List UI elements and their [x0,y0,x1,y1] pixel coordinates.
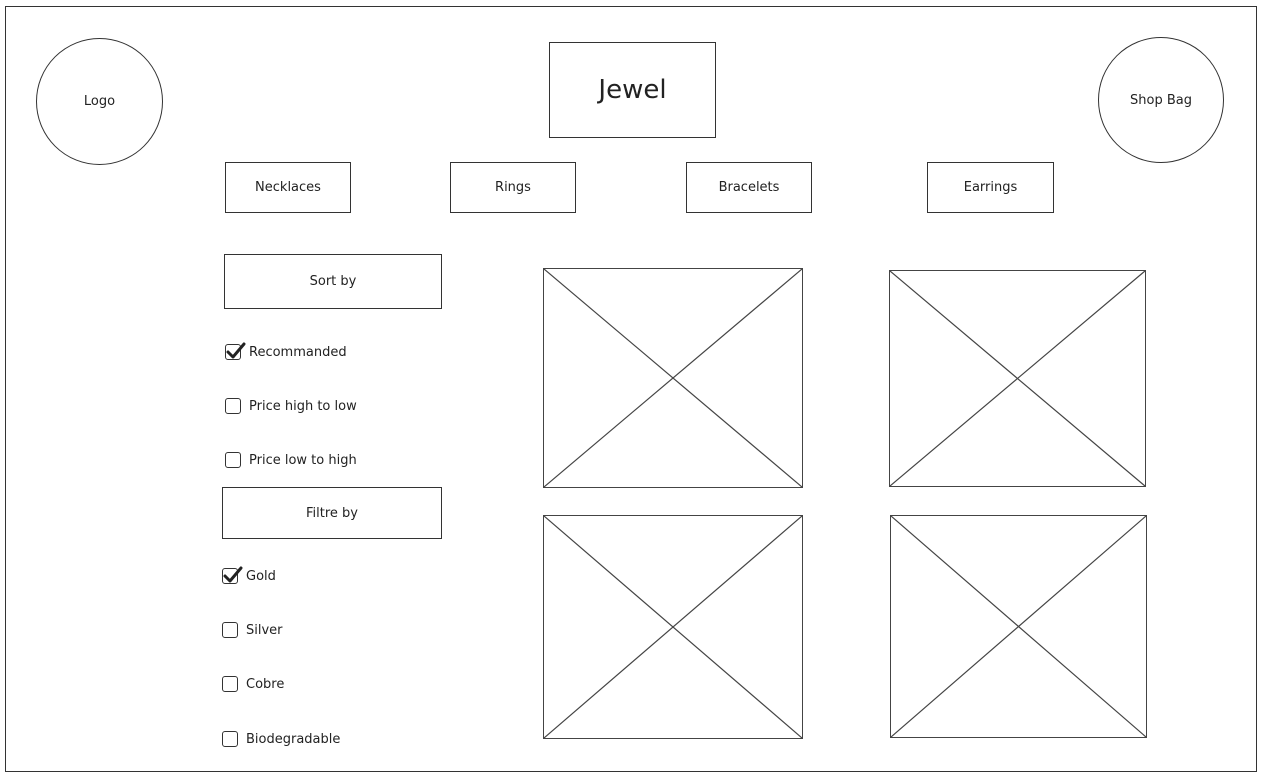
sort-option-recommanded[interactable]: Recommanded [225,342,347,362]
shop-bag-button[interactable]: Shop Bag [1098,37,1224,163]
nav-rings-button[interactable]: Rings [450,162,576,213]
nav-bracelets-label: Bracelets [718,180,780,195]
product-image-2[interactable] [889,270,1146,487]
product-image-1[interactable] [543,268,803,488]
filter-option-gold[interactable]: Gold [222,566,276,586]
filter-by-heading: Filtre by [222,487,442,539]
filter-option-label: Gold [246,568,276,584]
sort-option-price-high-to-low[interactable]: Price high to low [225,396,357,416]
product-image-3[interactable] [543,515,803,739]
checkbox-unchecked-icon[interactable] [222,676,238,692]
nav-bracelets-button[interactable]: Bracelets [686,162,812,213]
filter-option-cobre[interactable]: Cobre [222,674,284,694]
page-title-text: Jewel [598,75,667,105]
checkbox-unchecked-icon[interactable] [225,452,241,468]
product-image-4[interactable] [890,515,1147,738]
nav-earrings-button[interactable]: Earrings [927,162,1054,213]
filter-by-label: Filtre by [306,505,358,521]
sort-by-label: Sort by [309,274,357,289]
sort-by-heading: Sort by [224,254,442,309]
page-frame [5,6,1257,772]
filter-option-label: Silver [246,622,283,638]
nav-necklaces-label: Necklaces [255,180,321,195]
image-placeholder-icon [890,271,1145,486]
nav-earrings-label: Earrings [963,180,1018,195]
checkbox-unchecked-icon[interactable] [222,622,238,638]
image-placeholder-icon [544,516,802,738]
filter-option-label: Biodegradable [246,731,341,747]
shop-bag-label: Shop Bag [1130,92,1192,108]
nav-rings-label: Rings [495,180,531,195]
checkbox-unchecked-icon[interactable] [225,398,241,414]
image-placeholder-icon [891,516,1146,737]
filter-option-biodegradable[interactable]: Biodegradable [222,729,340,749]
logo[interactable]: Logo [36,38,163,165]
sort-option-label: Price high to low [249,398,357,414]
sort-option-label: Price low to high [249,452,357,468]
sort-option-label: Recommanded [249,344,347,360]
nav-necklaces-button[interactable]: Necklaces [225,162,351,213]
page-title: Jewel [549,42,716,138]
checkbox-unchecked-icon[interactable] [222,731,238,747]
checkbox-checked-icon[interactable] [225,342,246,360]
image-placeholder-icon [544,269,802,487]
logo-label: Logo [83,94,116,109]
filter-option-silver[interactable]: Silver [222,620,283,640]
sort-option-price-low-to-high[interactable]: Price low to high [225,450,357,470]
checkbox-checked-icon[interactable] [222,566,243,584]
filter-option-label: Cobre [246,676,285,692]
